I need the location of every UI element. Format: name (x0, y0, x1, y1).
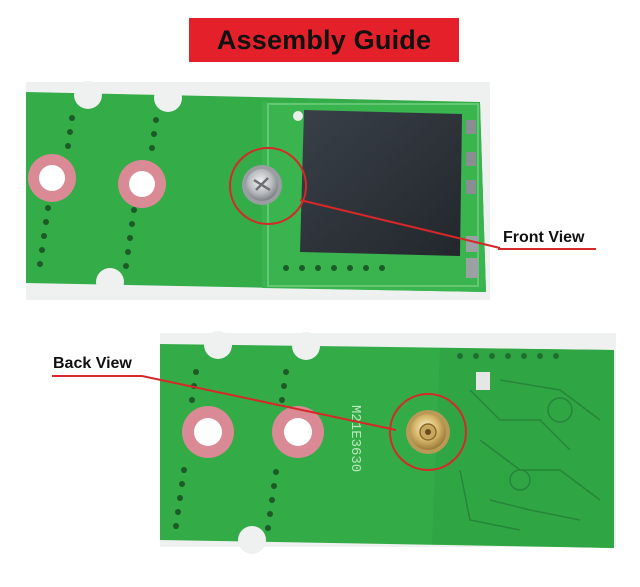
back-view-photo: M21E3630 (160, 331, 616, 554)
title-banner: Assembly Guide (189, 18, 459, 62)
page-title: Assembly Guide (216, 24, 432, 55)
back-pcb-marking: M21E3630 (347, 405, 363, 472)
front-view-photo (26, 81, 490, 300)
back-callout-line (141, 375, 397, 431)
front-callout-line (299, 199, 501, 249)
front-view-label: Front View (503, 229, 585, 246)
back-view-label: Back View (53, 355, 132, 372)
